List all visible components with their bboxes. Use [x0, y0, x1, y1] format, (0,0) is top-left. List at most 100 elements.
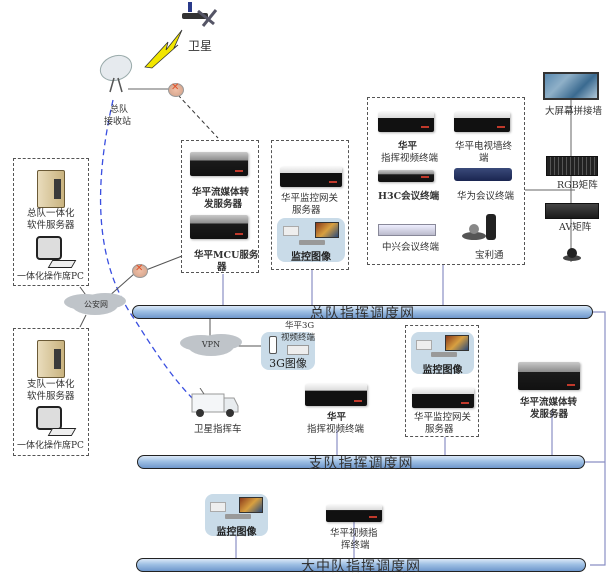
router-icon — [168, 82, 184, 97]
detachment-bus-label: 支队指挥调度网 — [308, 456, 414, 472]
terminal-label: H3C会议终端 — [378, 191, 440, 202]
vpn-label: VPN — [201, 340, 221, 349]
mcu-server-icon — [190, 215, 248, 239]
rgb-matrix-label: RGB矩阵 — [557, 180, 598, 191]
switch-icon — [299, 240, 325, 245]
zte-terminal-icon — [378, 224, 436, 236]
det-pc-label: 一体化操作席PC — [17, 441, 84, 451]
satellite-icon — [178, 2, 218, 32]
gateway-server-icon — [280, 167, 342, 187]
video-wall-icon — [543, 72, 599, 100]
terminal-icon — [326, 505, 382, 522]
switch-icon — [225, 514, 251, 519]
router-icon — [132, 263, 148, 278]
cloud-icon — [72, 295, 118, 315]
terminal-label: 华平 — [398, 141, 418, 152]
keyboard-icon — [47, 428, 77, 436]
server-tower-icon — [37, 340, 65, 378]
hq-monitor-label: 监控图像 — [291, 252, 331, 263]
satellite-dish-icon — [98, 52, 134, 94]
detachment-dispatch-network-bus: 支队指挥调度网 — [137, 455, 585, 472]
camera-icon — [283, 226, 299, 236]
det-server-label-2: 软件服务器 — [27, 391, 75, 402]
terminal-label: 端 — [479, 153, 489, 164]
monitor-image-panel: 监控图像 — [205, 494, 268, 538]
monitor-image-panel: 监控图像 — [277, 218, 345, 263]
hq-server-label-2: 软件服务器 — [27, 220, 75, 231]
hq-gateway-label-2: 服务器 — [292, 205, 321, 216]
hq-stream-mcu-group — [181, 140, 259, 273]
hq-gateway-group — [271, 140, 349, 270]
pc-monitor-icon — [36, 406, 62, 430]
hq-terminal-group — [367, 97, 525, 265]
det-gateway-label-1: 华平监控网关 — [414, 412, 472, 423]
av-matrix-icon — [545, 203, 599, 219]
brigade-terminal-label-2: 挥终端 — [341, 540, 370, 551]
g3-title-2: 视频终端 — [281, 333, 316, 343]
terminal-label: 宝利通 — [475, 250, 504, 261]
cloud-icon — [188, 336, 234, 356]
ground-station-label-2: 接收站 — [104, 117, 132, 127]
lightning-bolt-icon — [144, 29, 183, 69]
screen-icon — [239, 497, 263, 513]
public-security-net-label: 公安网 — [84, 300, 108, 309]
terminal-label: 中兴会议终端 — [382, 242, 440, 253]
antenna-icon — [269, 336, 277, 354]
ptz-camera-icon — [562, 246, 582, 261]
pc-monitor-icon — [36, 236, 62, 260]
hq-dispatch-network-bus: 总队指挥调度网 — [132, 305, 593, 322]
det-terminal-label-2: 指挥视频终端 — [307, 424, 365, 435]
polycom-icon — [460, 212, 504, 242]
right-bus-connector — [590, 311, 606, 566]
g3-title-1: 华平3G — [285, 321, 315, 331]
brigade-dispatch-network-bus: 大中队指挥调度网 — [136, 558, 586, 575]
switch-icon — [431, 352, 457, 357]
stream-server-icon — [190, 152, 248, 176]
keyboard-icon — [47, 260, 77, 268]
hq-mcu-label-1: 华平MCU服务 — [194, 250, 259, 261]
det-stream-label-2: 发服务器 — [530, 409, 569, 420]
screen-icon — [445, 335, 469, 351]
hq-bus-label: 总队指挥调度网 — [310, 306, 415, 322]
satellite-vehicle-label: 卫星指挥车 — [194, 424, 242, 435]
stream-server-icon — [518, 362, 580, 390]
camera-icon — [210, 502, 226, 512]
brigade-bus-label: 大中队指挥调度网 — [301, 559, 421, 575]
video-wall-label: 大屏幕拼接墙 — [545, 106, 603, 117]
router-stream-dashed — [177, 94, 219, 139]
det-stream-label-1: 华平流媒体转 — [520, 397, 578, 408]
monitor-image-panel: 监控图像 — [411, 332, 474, 376]
server-tower-icon — [37, 170, 65, 208]
screen-icon — [315, 222, 339, 238]
satellite-link-arc — [99, 99, 193, 399]
hq-pc-label: 一体化操作席PC — [17, 272, 84, 282]
hq-software-server-group — [13, 158, 89, 286]
rgb-matrix-icon — [546, 156, 598, 176]
detachment-gateway-group — [405, 325, 479, 437]
tv-wall-terminal-icon — [454, 112, 510, 132]
terminal-label: 华为会议终端 — [457, 191, 515, 202]
terminal-label: 华平电视墙终 — [455, 141, 513, 152]
terminal-icon — [378, 112, 434, 132]
detachment-software-server-group — [13, 328, 89, 456]
hq-stream-label-2: 发服务器 — [204, 199, 243, 210]
ground-station-label-1: 总队 — [110, 105, 129, 115]
brigade-monitor-label: 监控图像 — [216, 527, 257, 538]
g3-terminal-icon — [287, 345, 309, 355]
det-server-label-1: 支队一体化 — [27, 379, 75, 390]
hq-server-label-1: 总队一体化 — [27, 208, 75, 219]
gateway-server-icon — [412, 388, 474, 408]
av-matrix-label: AV矩阵 — [559, 222, 592, 233]
det-monitor-label: 监控图像 — [422, 365, 463, 376]
hq-gateway-label-1: 华平监控网关 — [281, 193, 339, 204]
det-terminal-label-1: 华平 — [327, 412, 347, 423]
hq-stream-label-1: 华平流媒体转 — [192, 187, 250, 198]
hq-mcu-label-2: 器 — [217, 262, 227, 273]
huawei-terminal-icon — [454, 168, 512, 181]
terminal-label: 指挥视频终端 — [381, 153, 439, 164]
g3-image-label: 3G图像 — [269, 357, 307, 370]
det-gateway-label-2: 服务器 — [425, 424, 454, 435]
camera-icon — [416, 340, 432, 350]
brigade-terminal-label-1: 华平视频指 — [330, 528, 378, 539]
